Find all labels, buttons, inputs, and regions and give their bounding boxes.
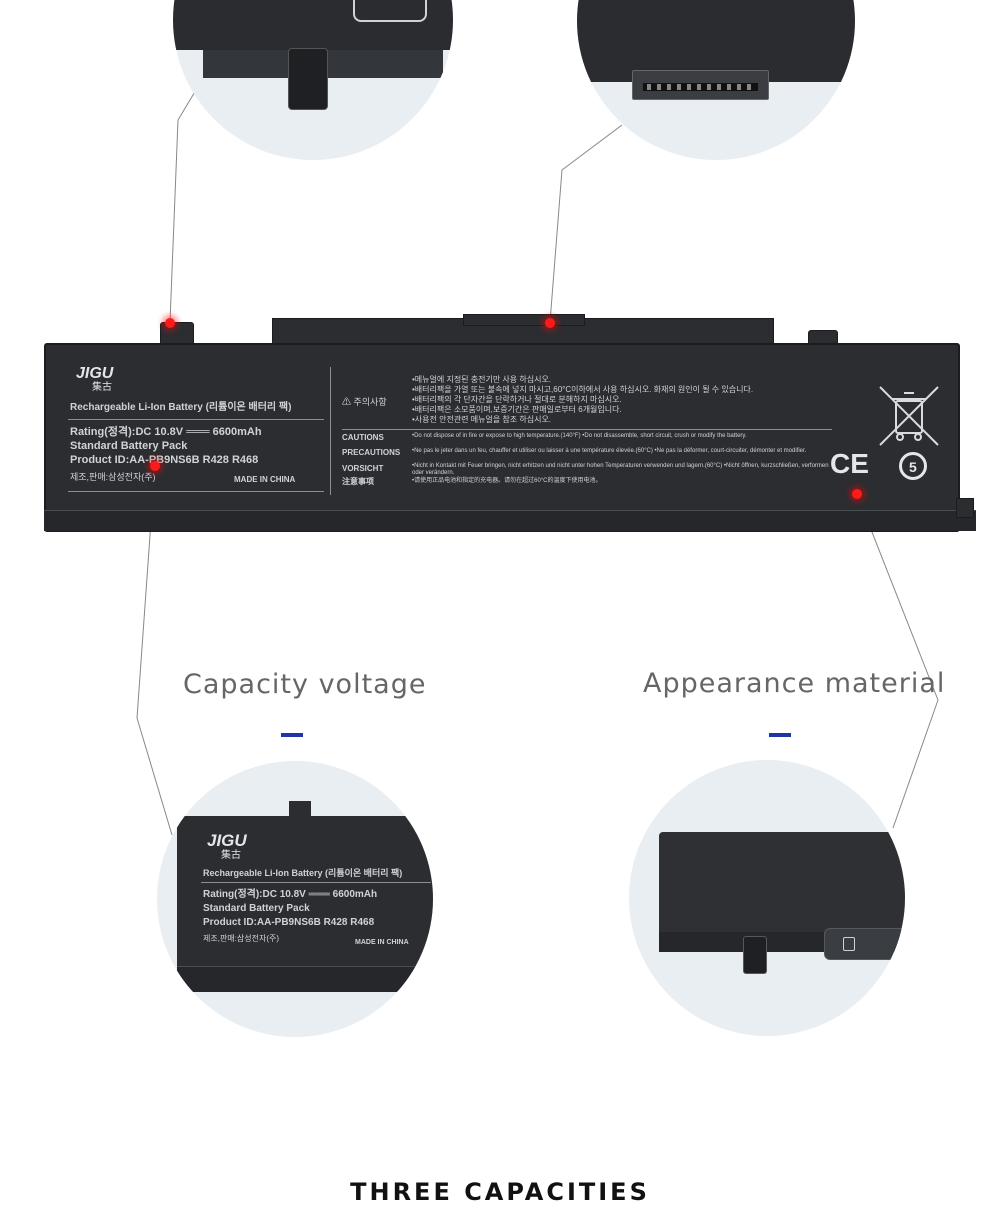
caution-ko-line: •사용전 안전관련 메뉴얼을 참조 하십시오. [412,415,552,424]
warning-text-vorsicht: •Nicht in Kontakt mit Feuer bringen, nic… [412,463,829,476]
pack-text: Standard Battery Pack [70,440,188,452]
brand-logo-cn-zoom: 集古 [221,850,241,861]
warning-label-vorsicht: VORSICHT [342,464,384,473]
battery-small-icon [843,937,855,951]
label-corner [353,0,427,22]
warning-label-precautions: PRECAUTIONS [342,448,401,457]
brand-logo-cn: 集古 [92,382,112,393]
weee-bin-icon [879,386,939,446]
caution-ko-line: •배터리팩은 소모품이며,보증기간은 판매일로부터 6개월입니다. [412,405,622,414]
warning-text-cautions: •Do not dispose of in fire or expose to … [412,433,747,439]
marker-connector [545,318,555,328]
battery-bottom-rail [44,510,976,531]
caution-ko-list: •메뉴얼에 지정된 충전기만 사용 하십시오. •배터리팩을 가열 또는 불속에… [412,375,882,425]
caption-accent-dash [769,733,791,737]
battery-type-en: Rechargeable Li-Ion Battery [70,402,203,413]
battery-type: Rechargeable Li-Ion Battery (리튬이온 배터리 팩) [70,401,291,415]
caption-appearance-material: Appearance material [643,668,946,699]
pack-text-zoom: Standard Battery Pack [203,903,310,914]
battery-latch [289,801,311,819]
label-divider [201,882,431,883]
battery-type-zoom: Rechargeable Li-Ion Battery (리튬이온 배터리 팩) [203,866,402,880]
label-vertical-divider [330,367,331,495]
caution-ko-line: •배터리팩의 각 단자간을 단락하거나 절대로 분해하지 마십시오. [412,395,622,404]
marker-latch [165,318,175,328]
marker-label [150,461,160,471]
label-divider [68,419,324,420]
battery-pack: JIGU 集古 Rechargeable Li-Ion Battery (리튬이… [44,343,976,532]
shell-end-cap [824,928,905,960]
caution-ko-line: •메뉴얼에 지정된 충전기만 사용 하십시오. [412,375,552,384]
rating-text-zoom: Rating(정격):DC 10.8V ═══ 6600mAh [203,889,378,900]
battery-type-ko: (리튬이온 배터리 팩) [205,402,292,413]
caption-capacity-voltage: Capacity voltage [183,669,427,700]
made-in-text-zoom: MADE IN CHINA [355,939,409,946]
shell-surface [659,832,905,960]
eco-period-icon: 5 [899,452,927,480]
warning-text-cn: •请使用正品电池和指定的充电器。请勿在超过60°C的温度下使用电池。 [412,478,602,484]
battery-type-ko-zoom: (리튬이온 배터리 팩) [325,868,403,878]
made-in-text: MADE IN CHINA [234,475,296,484]
warning-label-cn: 注意事项 [342,477,374,486]
detail-circle-latch [173,0,453,160]
label-divider [68,491,324,492]
battery-type-en-zoom: Rechargeable Li-Ion Battery [203,868,323,878]
marker-shell [852,489,862,499]
detail-circle-label: JIGU 集古 Rechargeable Li-Ion Battery (리튬이… [157,761,433,1037]
latch-clip [288,48,328,110]
connector-housing [632,70,769,100]
brand-logo: JIGU [76,365,114,382]
brand-logo-zoom: JIGU [207,831,247,850]
product-id-text: Product ID:AA-PB9NS6B R428 R468 [70,454,259,466]
battery-bottom-rail [177,966,433,992]
caption-accent-dash [281,733,303,737]
warning-text-precautions: •Ne pas le jeter dans un feu, chauffer e… [412,448,807,454]
product-id-text-zoom: Product ID:AA-PB9NS6B R428 R468 [203,917,375,928]
battery-top-edge [173,0,453,50]
battery-top-edge [577,0,855,82]
battery-end-cap [956,498,974,518]
eco-period-number: 5 [909,459,917,475]
caution-ko-heading: ⚠ 주의사항 [342,397,387,407]
connector-pins [643,83,758,91]
warning-label-cautions: CAUTIONS [342,433,384,442]
maker-text-zoom: 제조,판매:삼성전자(주) [203,934,280,943]
detail-circle-shell [629,760,905,1036]
section-title: THREE CAPACITIES [350,1178,650,1206]
caution-ko-line: •배터리팩을 가열 또는 불속에 넣지 마시고,60°C이하에서 사용 하십시오… [412,385,754,394]
label-divider [342,429,832,430]
battery-connector-bump [463,314,585,326]
rating-text: Rating(정격):DC 10.8V ═══ 6600mAh [70,426,262,438]
shell-latch-clip [743,936,767,974]
maker-text: 제조,판매:삼성전자(주) [70,472,156,482]
label-zoom-panel: JIGU 集古 Rechargeable Li-Ion Battery (리튬이… [177,816,433,992]
ce-mark-icon: CE [830,448,869,479]
detail-circle-connector [577,0,855,160]
